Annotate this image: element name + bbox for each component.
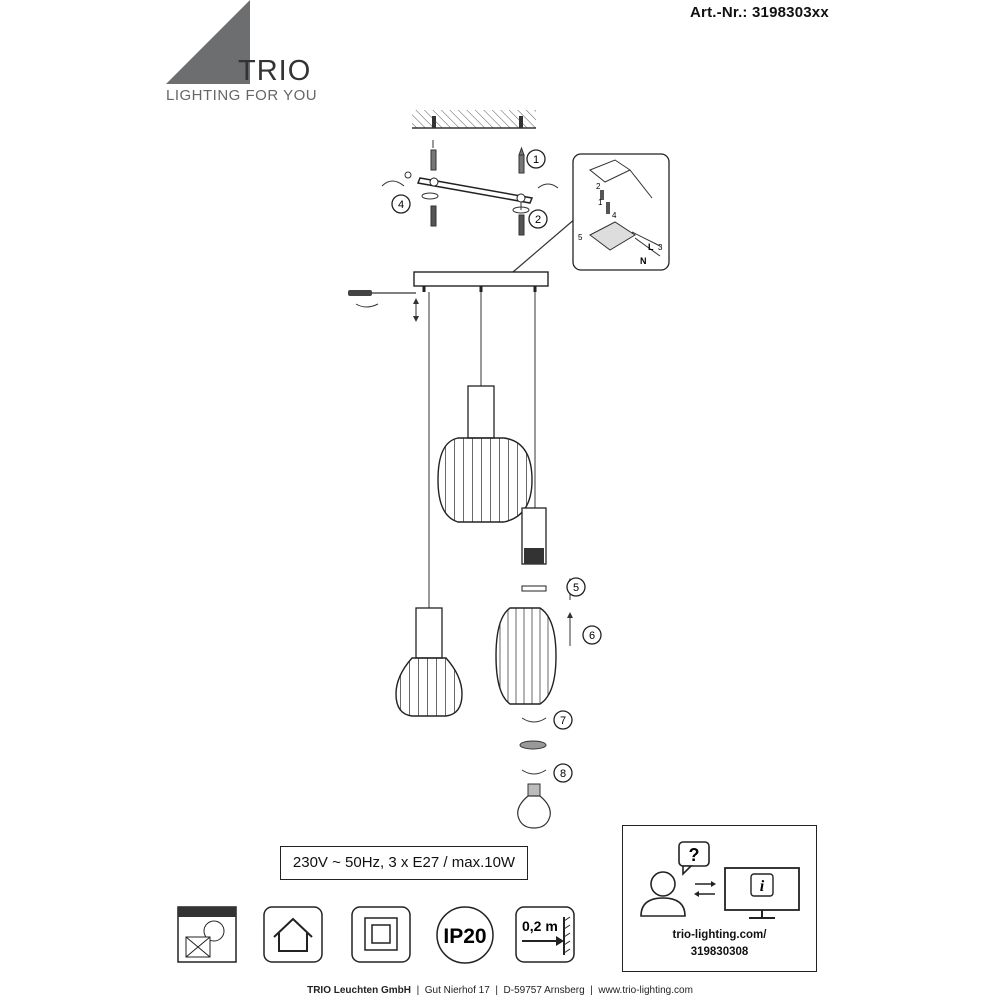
step-circle-5: 5 — [566, 577, 586, 597]
article-number: Art.-Nr.: 3198303xx — [690, 4, 829, 21]
footer-city: D-59757 Arnsberg — [503, 985, 585, 996]
min-distance-icon: 0,2 m — [515, 906, 575, 963]
svg-text:4: 4 — [612, 211, 617, 220]
svg-text:3: 3 — [658, 243, 663, 252]
footer-separator: | — [416, 985, 420, 996]
footer-company: TRIO Leuchten GmbH — [307, 985, 411, 996]
step-circle-8: 8 — [553, 763, 573, 783]
protection-class-2-icon — [351, 906, 411, 963]
step-circle-4: 4 — [391, 194, 411, 214]
support-illustration: ? i — [640, 841, 800, 919]
question-icon: ? — [689, 845, 700, 865]
info-url-line1[interactable]: trio-lighting.com/ — [672, 929, 767, 941]
svg-text:5: 5 — [578, 233, 583, 242]
svg-text:4: 4 — [398, 199, 404, 211]
svg-text:5: 5 — [573, 582, 579, 594]
svg-text:IP20: IP20 — [443, 925, 486, 948]
footer-separator: | — [590, 985, 593, 996]
footer-street: Gut Nierhof 17 — [424, 985, 490, 996]
svg-text:2: 2 — [535, 214, 541, 226]
svg-text:N: N — [640, 256, 647, 266]
step-circle-1: 1 — [526, 149, 546, 169]
svg-text:7: 7 — [560, 715, 566, 727]
brand-tagline: LIGHTING FOR YOU — [166, 87, 318, 104]
trio-logo-triangle — [166, 0, 250, 84]
info-icon: i — [760, 878, 765, 895]
svg-text:8: 8 — [560, 768, 566, 780]
footer-separator: | — [495, 985, 498, 996]
no-insulation-cover-icon — [177, 906, 237, 963]
ip-rating-icon: IP20 — [436, 906, 494, 964]
footer-website[interactable]: www.trio-lighting.com — [598, 985, 693, 996]
glass-shade-right — [495, 607, 573, 705]
online-info-box: ? i trio-lighting.com/ 319830308 — [622, 825, 817, 972]
step-circle-7: 7 — [553, 710, 573, 730]
svg-text:6: 6 — [589, 630, 595, 642]
step-circle-6: 6 — [582, 625, 602, 645]
lamp-socket-right — [521, 507, 573, 600]
step-circle-2: 2 — [528, 209, 548, 229]
info-url-line2[interactable]: 319830308 — [690, 946, 749, 958]
svg-text:1: 1 — [598, 198, 603, 207]
ceiling-canopy — [413, 271, 549, 287]
electrical-spec: 230V ~ 50Hz, 3 x E27 / max.10W — [280, 846, 528, 880]
indoor-use-icon — [263, 906, 323, 963]
svg-text:2: 2 — [596, 182, 601, 191]
screw-dowel-set — [430, 140, 525, 236]
pendant-lamp-left — [395, 607, 463, 717]
footer: TRIO Leuchten GmbH | Gut Nierhof 17 | D-… — [0, 985, 1000, 996]
retaining-ring — [519, 717, 547, 750]
assembly-illustration: 1 2 3 4 2 1 4 5 L 3 N — [348, 110, 670, 829]
svg-text:L: L — [648, 242, 654, 252]
svg-text:1: 1 — [533, 154, 539, 166]
svg-text:0,2 m: 0,2 m — [522, 918, 558, 934]
brand-name: TRIO — [238, 55, 312, 87]
wiring-detail: 2 1 4 5 L 3 N — [512, 153, 670, 273]
screwdriver-tool — [348, 290, 419, 322]
light-bulb — [517, 769, 551, 829]
mounting-bracket — [381, 171, 559, 214]
person-icon — [650, 871, 676, 897]
pendant-lamp-middle — [437, 385, 533, 523]
ceiling-hatch — [412, 110, 536, 129]
